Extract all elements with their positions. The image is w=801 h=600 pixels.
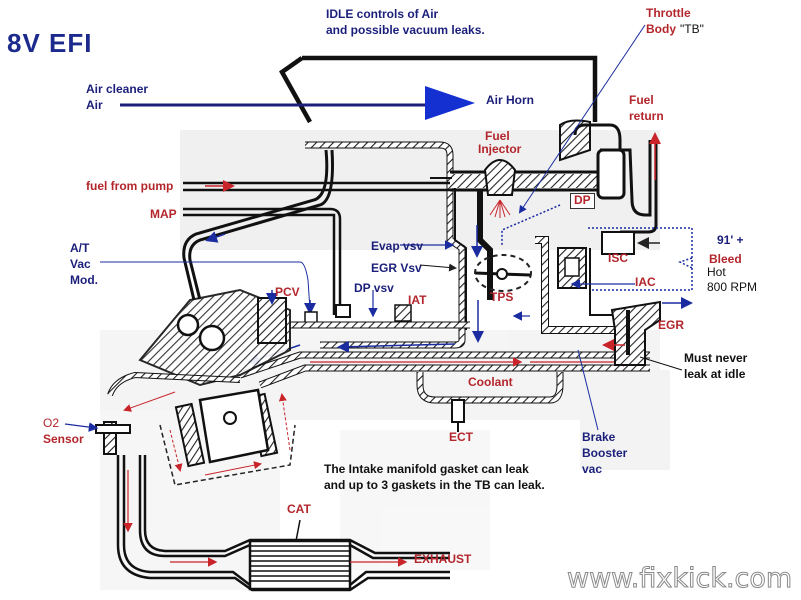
idle-note-line-1: IDLE controls of Air <box>326 7 439 21</box>
tps-label: TPS <box>490 290 514 304</box>
fuel-from-pump-label: fuel from pump <box>86 179 174 193</box>
isc-iac-assembly <box>512 227 693 334</box>
throttle-body-label-1: Throttle <box>646 6 691 20</box>
tb-abbreviation: "TB" <box>680 22 704 36</box>
brake-booster-label-2: Booster <box>582 446 628 460</box>
sensor-label: Sensor <box>43 432 84 446</box>
gasket-note-line-1: The Intake manifold gasket can leak <box>324 462 529 476</box>
at-vac-label-1: A/T <box>70 241 90 255</box>
hot-label: Hot <box>707 265 726 279</box>
ect-label: ECT <box>449 430 473 444</box>
pcv-label: PCV <box>275 285 300 299</box>
rpm-label: 800 RPM <box>707 280 758 294</box>
at-vac-label-2: Vac <box>70 257 91 271</box>
throttle-body-label-2: Body <box>646 22 676 36</box>
map-vacuum-line <box>183 207 351 318</box>
coolant-jacket <box>416 372 564 432</box>
idle-note-line-2: and possible vacuum leaks. <box>326 23 485 37</box>
evap-vsv-label: Evap vsv <box>371 239 424 253</box>
coolant-label: Coolant <box>468 375 513 389</box>
iat-label: IAT <box>408 293 427 307</box>
map-label: MAP <box>150 207 177 221</box>
brake-booster-pointer <box>577 349 599 431</box>
fuel-return-label-1: Fuel <box>629 93 654 107</box>
exhaust-pipe <box>116 455 450 592</box>
watermark: www.fixkick.com <box>566 563 793 595</box>
diagram-title: 8V EFI <box>7 28 93 58</box>
catalytic-converter <box>248 519 352 591</box>
air-cleaner-label: Air cleaner <box>86 82 149 96</box>
egr-label: EGR <box>658 318 685 332</box>
bleed-label: Bleed <box>709 252 742 266</box>
year-note-label: 91' + <box>717 233 744 247</box>
piston-block <box>107 371 296 486</box>
o2-sensor-body <box>64 421 131 455</box>
throttle-body-pointer <box>518 24 646 214</box>
brake-booster-label-3: vac <box>582 462 603 476</box>
brake-booster-label-1: Brake <box>582 430 616 444</box>
fuel-injector-body <box>483 159 517 218</box>
isc-label: ISC <box>608 251 629 265</box>
throttle-plate <box>471 225 532 343</box>
air-horn-outline <box>302 55 598 122</box>
dp-dotted-line <box>501 204 561 245</box>
air-label: Air <box>86 98 103 112</box>
iac-label: IAC <box>635 275 656 289</box>
fuel-injector-label-2: Injector <box>478 142 522 156</box>
egr-valve <box>602 297 693 371</box>
cat-label: CAT <box>287 502 311 516</box>
air-horn-label: Air Horn <box>486 93 534 107</box>
intake-manifold <box>238 321 650 389</box>
exhaust-label: EXHAUST <box>414 552 472 566</box>
gasket-note-line-2: and up to 3 gaskets in the TB can leak. <box>324 478 545 492</box>
egr-vsv-label: EGR Vsv <box>371 261 422 275</box>
dp-vsv-label: DP vsv <box>354 281 394 295</box>
cylinder-head <box>138 288 291 387</box>
must-never-label-2: leak at idle <box>684 367 746 381</box>
at-vac-label-3: Mod. <box>70 273 98 287</box>
fuel-return-label-2: return <box>629 109 664 123</box>
fuel-injector-label-1: Fuel <box>485 129 510 143</box>
air-flow-arrowhead <box>425 86 475 120</box>
must-never-label-1: Must never <box>684 351 748 365</box>
o2-label: O2 <box>43 416 60 430</box>
dp-label: DP <box>570 193 595 209</box>
fuel-lines <box>183 123 661 234</box>
